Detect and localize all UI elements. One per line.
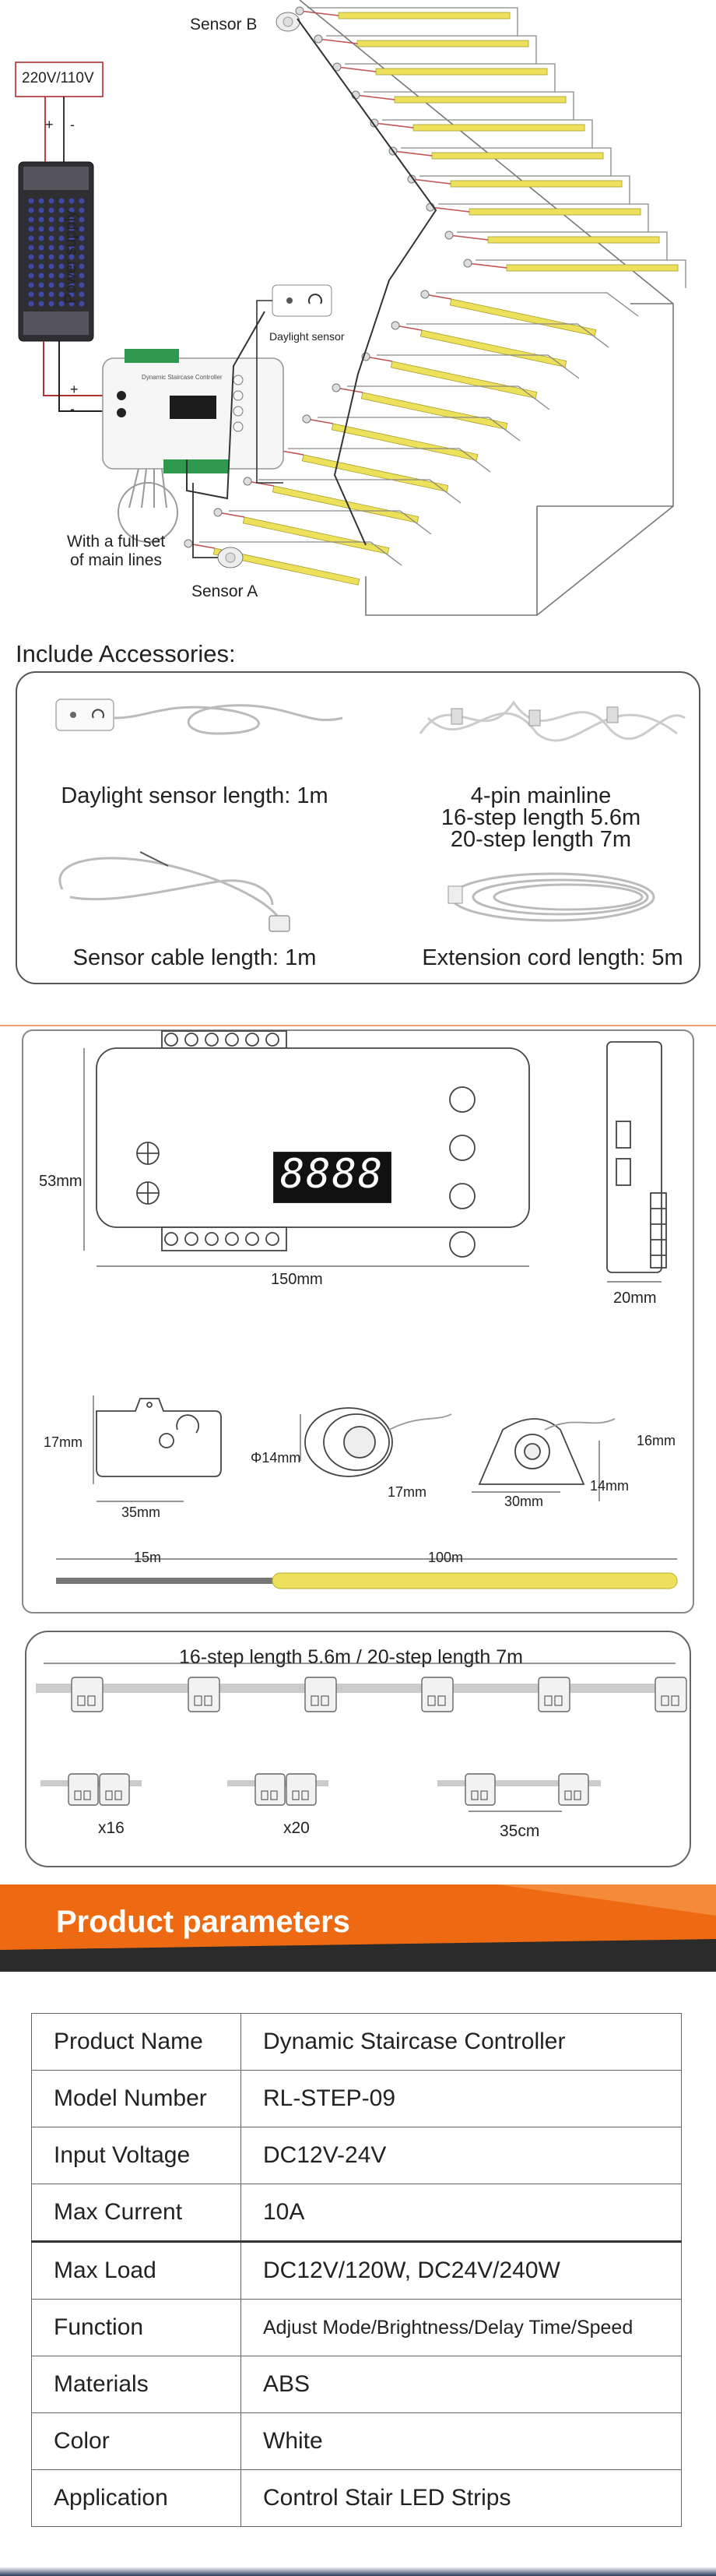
cob-strip-drawing [56,1558,678,1589]
param-value: White [240,2412,682,2470]
minus-label: - [70,117,75,132]
bottom-edge [0,2567,716,2576]
minus-label-2: - [70,401,75,417]
params-banner [0,1884,716,1972]
mainline-drawing [36,1663,687,1812]
sensor-a-label: Sensor A [191,582,258,600]
daylight-height-label: 17mm [44,1434,83,1450]
param-key: Product Name [31,2013,241,2071]
controller-display: 8888 [280,1151,384,1198]
param-key: Color [31,2412,241,2470]
sensor-b [276,12,300,32]
mount-height-label: 16mm [637,1433,676,1448]
extension-cord [447,872,655,922]
controller-depth-label: 20mm [613,1290,657,1307]
mainline-title: 16-step length 5.6m / 20-step length 7m [179,1646,523,1668]
controller-unit [102,349,284,473]
param-value: Adjust Mode/Brightness/Delay Time/Speed [240,2299,682,2356]
qty-20-label: x20 [283,1819,310,1837]
strip-length-label: 100m [428,1550,464,1565]
cable-length-label: 15m [134,1550,162,1565]
plus-label: + [45,117,54,132]
daylight-sensor-drawing [96,1398,222,1477]
param-key: Max Load [31,2240,241,2300]
mainline-cable [419,700,686,742]
daylight-sensor-cable [55,699,343,735]
sensor-b-label: Sensor B [190,16,258,33]
param-key: Materials [31,2356,241,2413]
sensor-depth-label: 17mm [388,1484,427,1500]
mount-depth-label: 14mm [590,1478,630,1494]
dimension-drawing [56,1030,678,1589]
spacing-label: 35cm [500,1822,540,1840]
power-supply-unit [18,161,94,342]
voltage-label: 220V/110V [22,70,94,86]
accessory-caption-mainline: 4-pin mainline 16-step length 5.6m 20-st… [440,783,641,852]
power-supply-label: Power supply [62,209,79,304]
param-value: 10A [240,2184,682,2242]
accessory-caption-extension: Extension cord length: 5m [422,945,683,970]
main-lines-label: With a full set of main lines [67,533,166,569]
param-key: Application [31,2469,241,2527]
param-key: Function [31,2299,241,2356]
mount-sensor-drawing [478,1418,616,1485]
param-value: DC12V/120W, DC24V/240W [240,2240,682,2300]
qty-16-label: x16 [98,1819,125,1837]
mount-width-label: 30mm [504,1494,544,1509]
param-key: Input Voltage [31,2127,241,2184]
daylight-width-label: 35mm [121,1504,161,1520]
daylight-sensor-unit [272,284,332,317]
staircase [299,0,674,616]
params-banner-title: Product parameters [56,1905,350,1939]
param-value: ABS [240,2356,682,2413]
accessories-title: Include Accessories: [16,640,236,667]
param-value: DC12V-24V [240,2127,682,2184]
daylight-sensor-label: Daylight sensor [269,330,345,343]
plus-label-2: + [70,382,79,397]
param-value: RL-STEP-09 [240,2070,682,2127]
param-key: Model Number [31,2070,241,2127]
section-divider [0,1025,716,1026]
pir-sensor-drawing [304,1407,452,1477]
param-value: Dynamic Staircase Controller [240,2013,682,2071]
accessory-caption-daylight: Daylight sensor length: 1m [61,783,328,808]
mainline-panel [25,1631,691,1867]
wiring-diagram [15,0,686,616]
lower-steps [184,290,639,586]
controller-side-view [606,1041,667,1273]
accessories-illustrations [55,699,686,932]
controller-title: Dynamic Staircase Controller [142,374,223,381]
sensor-cable [58,851,290,932]
accessory-caption-sensor-cable: Sensor cable length: 1m [72,945,317,970]
controller-width-label: 150mm [271,1271,323,1288]
param-key: Max Current [31,2184,241,2242]
controller-height-label: 53mm [39,1173,82,1190]
sensor-a [217,547,244,568]
param-value: Control Stair LED Strips [240,2469,682,2527]
sensor-diameter-label: Φ14mm [251,1450,301,1466]
accessories-panel [16,671,700,984]
controller-drawing [96,1030,530,1258]
upper-steps [295,6,686,288]
main-lines-coil [118,311,265,543]
